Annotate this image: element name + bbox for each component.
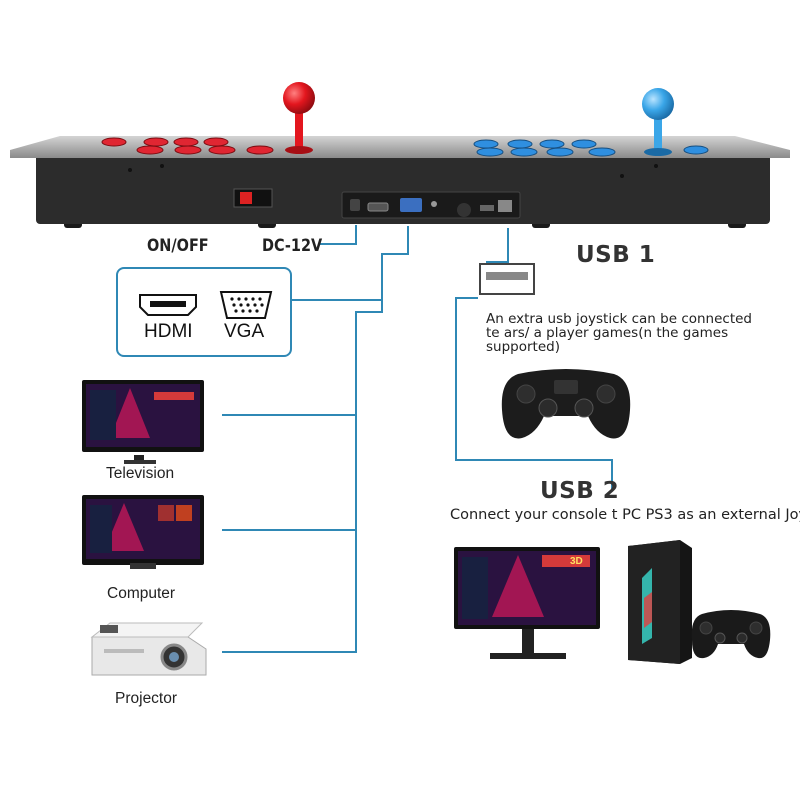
projector-icon: [90, 622, 207, 676]
usb1-desc-line2: te ars/ a player games(n the games: [486, 325, 729, 341]
hdmi-port-icon: [139, 294, 197, 316]
dc-input-label: DC-12V: [262, 236, 323, 256]
usb-port-icon: [479, 263, 535, 295]
dc-line: [318, 225, 357, 245]
television-monitor-icon: [82, 380, 204, 452]
video-ports-box: HDMI VGA: [116, 267, 292, 357]
usb1-title: USB 1: [576, 242, 656, 268]
usb-down-line: [486, 228, 509, 263]
vga-port-icon: [219, 291, 273, 319]
arcade-console: [10, 82, 790, 228]
projector-label: Projector: [115, 690, 178, 707]
pc-monitor-icon: [454, 547, 600, 659]
gamepad-icon: [501, 369, 631, 439]
gamepad-small-icon: [691, 610, 771, 659]
television-stand: [124, 455, 156, 464]
television-label: Television: [106, 465, 175, 482]
usb1-desc-line1: An extra usb joystick can be connected: [486, 311, 753, 327]
pc-tower-icon: [628, 540, 692, 664]
usb2-desc: Connect your console t PC PS3 as an exte…: [450, 507, 800, 523]
computer-monitor-icon: [82, 495, 204, 569]
vga-label: VGA: [224, 321, 265, 342]
power-switch-label: ON/OFF: [147, 236, 209, 256]
usb-loop-line: [455, 297, 613, 490]
screen-game-badge: 3D: [570, 556, 583, 567]
usb2-title: USB 2: [540, 478, 620, 504]
video-line-to-ports: [292, 226, 409, 301]
video-trunk-line: [222, 300, 383, 653]
usb1-desc-line3: supported): [486, 339, 560, 355]
hdmi-label: HDMI: [144, 321, 193, 342]
computer-label: Computer: [107, 585, 176, 602]
